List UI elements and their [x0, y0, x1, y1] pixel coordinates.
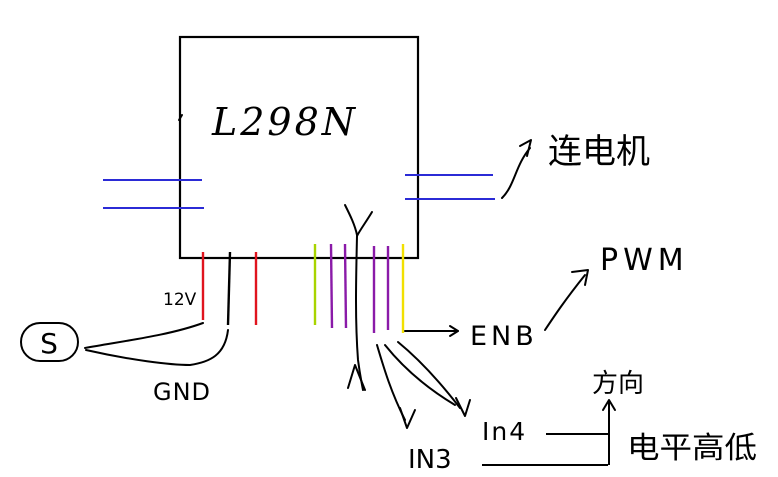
power-source-label: S [40, 327, 58, 360]
motor-label: 连电机 [548, 132, 650, 172]
fork-stem [355, 235, 364, 391]
in4-lead-line-2 [397, 341, 461, 409]
pen-mark [178, 114, 183, 121]
l298n-module-outline [178, 35, 420, 260]
ground-pin [226, 251, 232, 326]
enb-label: ENB [470, 321, 538, 352]
power-source-symbol [20, 322, 79, 362]
direction-label: 方向 [592, 369, 644, 399]
in4-lead-line [384, 344, 456, 406]
in2-pin [343, 243, 348, 329]
enb-arrow-head [449, 325, 459, 337]
power-lead-12v [84, 322, 204, 349]
motor-arrow-line [501, 147, 531, 199]
in3-lead-head [399, 407, 416, 429]
in3-label: IN3 [408, 445, 452, 475]
chip-label: L298N [211, 100, 358, 144]
in1-pin [329, 243, 334, 329]
pwm-label: PWM [600, 243, 689, 278]
pwm-arrow-line [544, 274, 586, 331]
ground-label: GND [153, 378, 211, 406]
pwm-arrow-head [571, 269, 589, 286]
fork-arrow-head [347, 364, 366, 391]
power-lead-gnd [85, 329, 229, 366]
motor-arrow-head [519, 139, 532, 157]
fork-stroke-right [356, 211, 373, 237]
level-label: 电平高低 [627, 431, 757, 466]
fork-stroke-left [344, 204, 358, 236]
direction-arrow-head [602, 399, 616, 411]
in4-lead-head [455, 397, 471, 417]
in4-label: In4 [482, 417, 527, 446]
voltage-label: 12V [163, 290, 197, 310]
